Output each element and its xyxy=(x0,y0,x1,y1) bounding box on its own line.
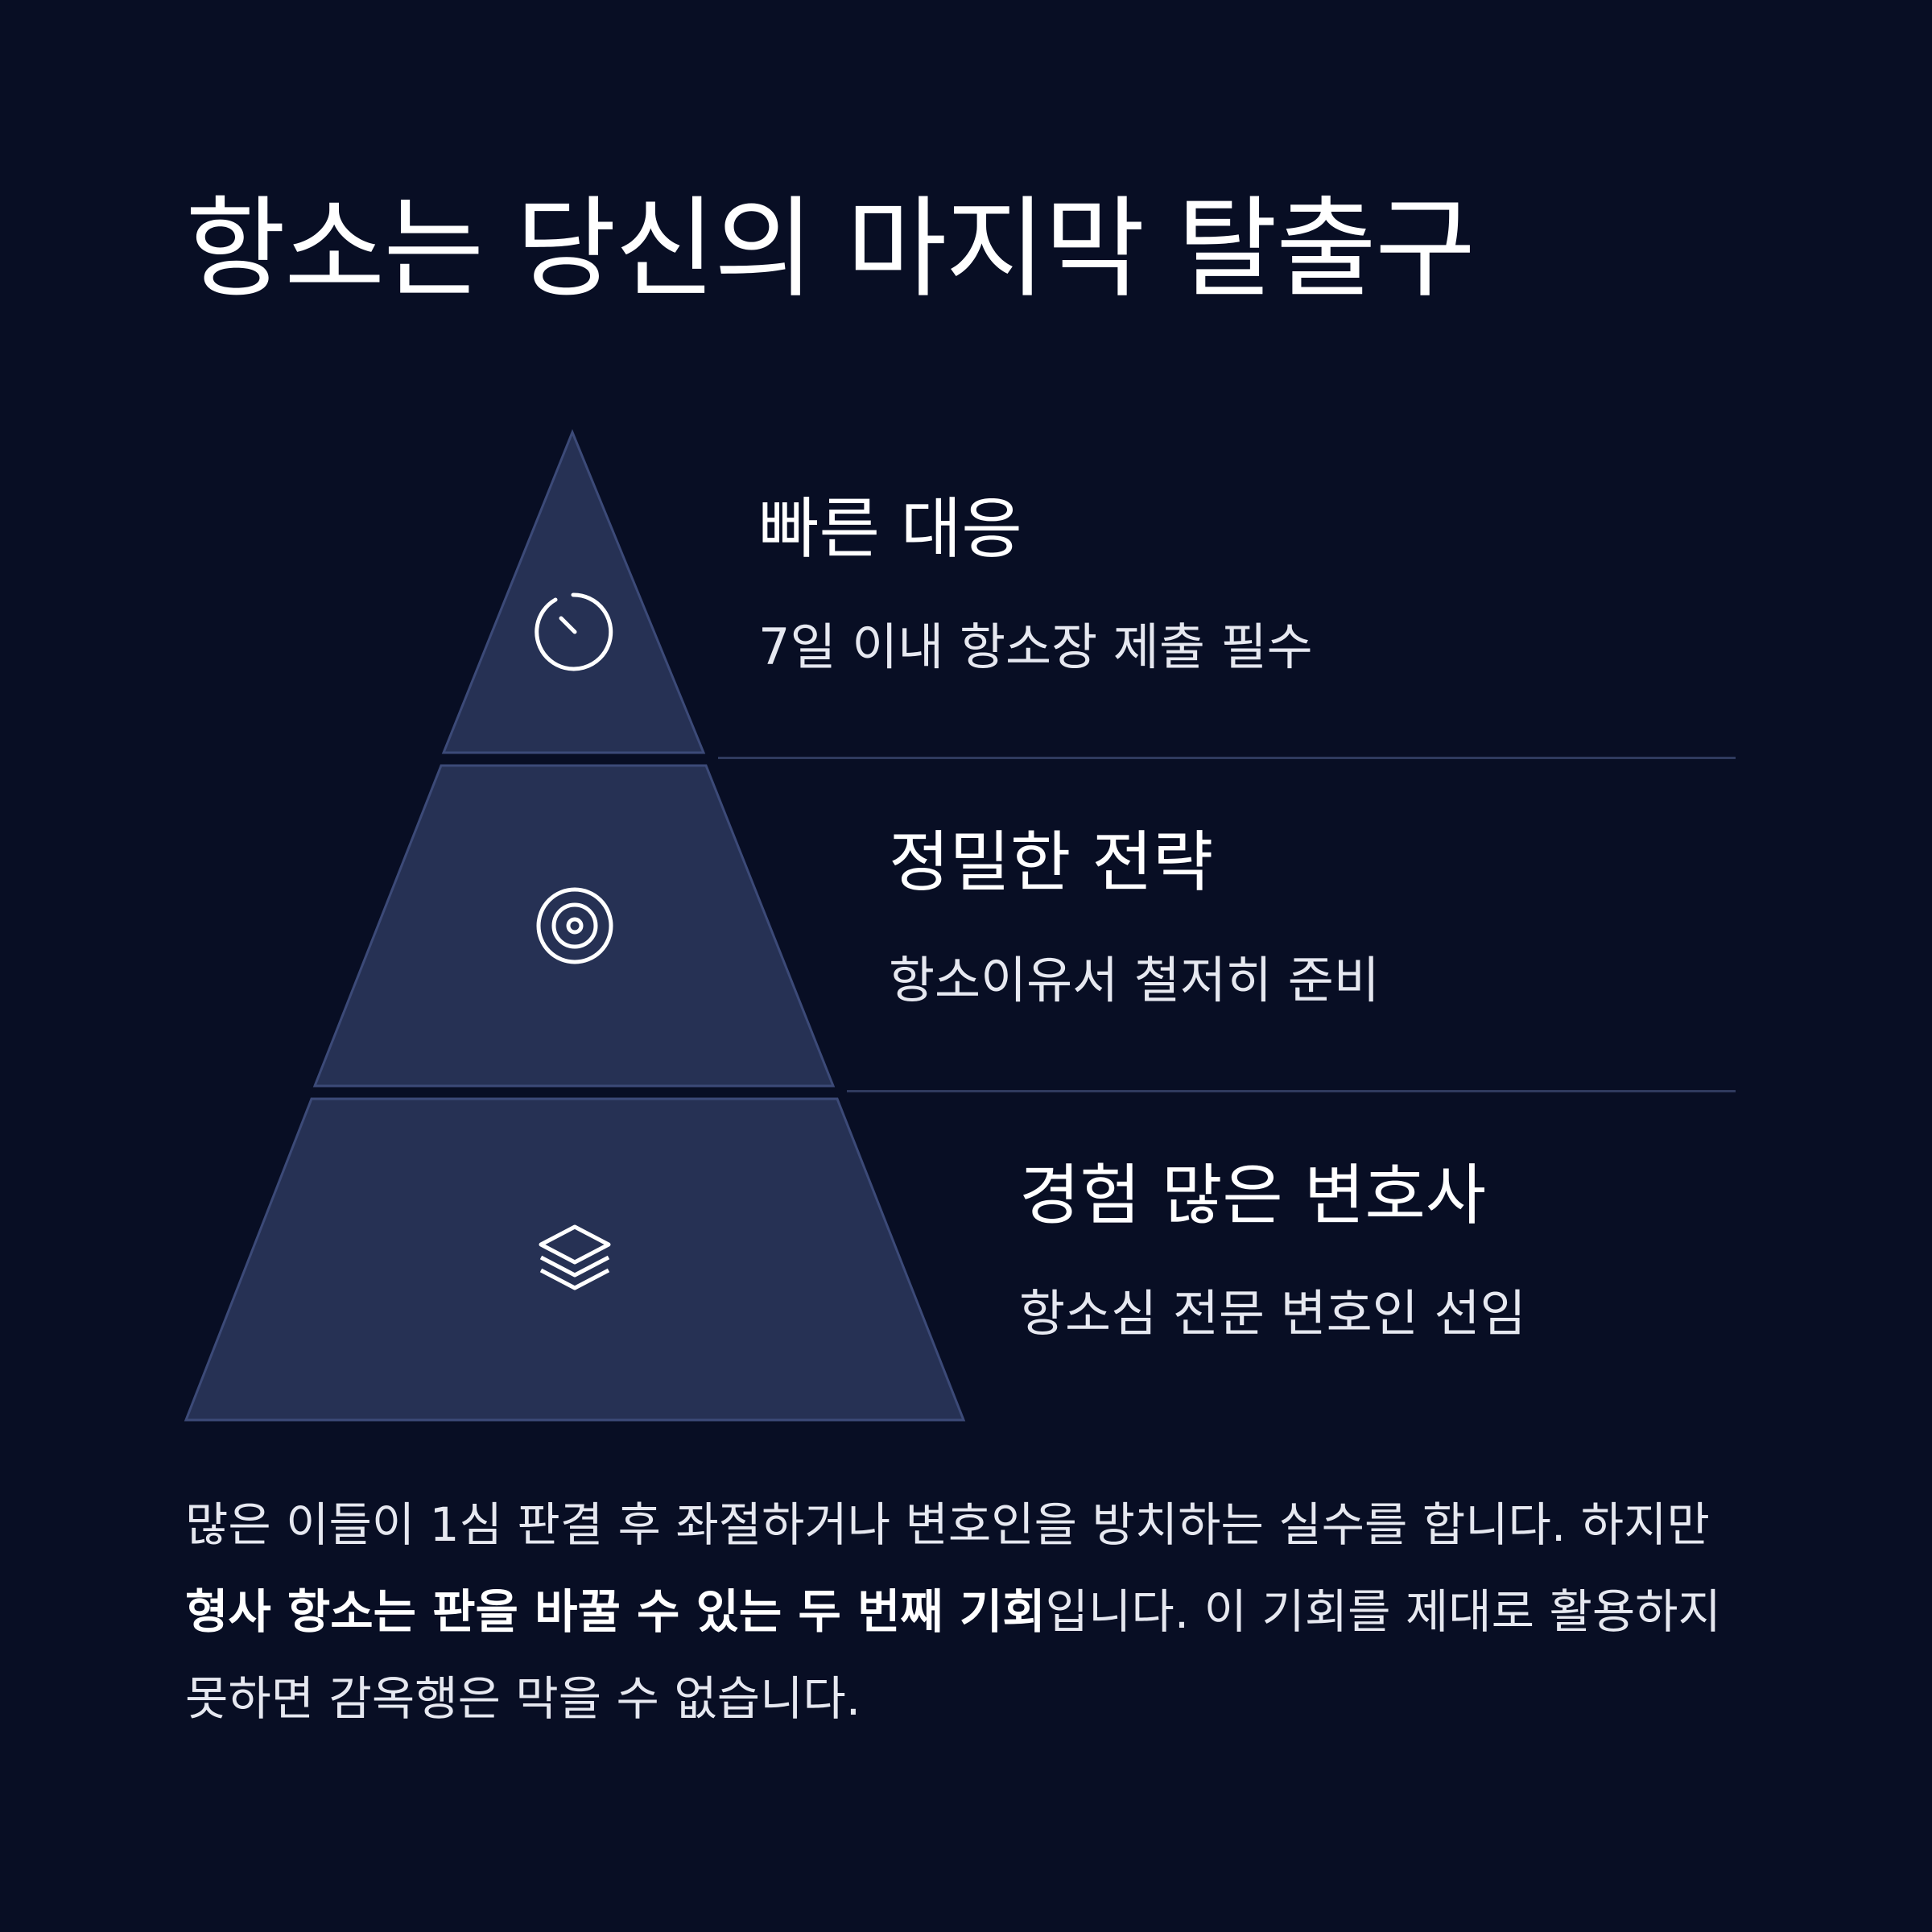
divider xyxy=(847,1090,1736,1092)
tier-heading-strategy: 정밀한 전략 xyxy=(889,824,1214,901)
tier-sub-fast-response: 7일 이내 항소장 제출 필수 xyxy=(758,617,1313,676)
tier-heading-lawyer: 경험 많은 변호사 xyxy=(1019,1158,1487,1234)
paragraph-tail: 입니다. 이 기회를 제대로 활용하지 못하면 감옥행은 막을 수 없습니다. xyxy=(185,1584,1721,1726)
pyramid-tier-top xyxy=(441,429,706,754)
page-title: 항소는 당신의 마지막 탈출구 xyxy=(185,186,1476,313)
pyramid-tier-bottom xyxy=(184,1097,966,1422)
timer-icon xyxy=(535,592,613,671)
divider xyxy=(718,757,1736,759)
paragraph-lead: 많은 이들이 1심 판결 후 좌절하거나 변호인을 방치하는 실수를 합니다. … xyxy=(185,1497,1710,1552)
tier-sub-strategy: 항소이유서 철저히 준비 xyxy=(889,951,1380,1009)
pyramid-tier-middle xyxy=(312,764,836,1088)
target-icon xyxy=(536,887,613,964)
body-paragraph: 많은 이들이 1심 판결 후 좌절하거나 변호인을 방치하는 실수를 합니다. … xyxy=(185,1481,1747,1742)
paragraph-emphasis: 형사 항소는 판을 바꿀 수 있는 두 번째 기회 xyxy=(185,1584,1046,1639)
tier-heading-fast-response: 빠른 대응 xyxy=(758,491,1022,568)
layers-icon xyxy=(539,1224,611,1290)
tier-sub-lawyer: 항소심 전문 변호인 선임 xyxy=(1019,1284,1526,1343)
